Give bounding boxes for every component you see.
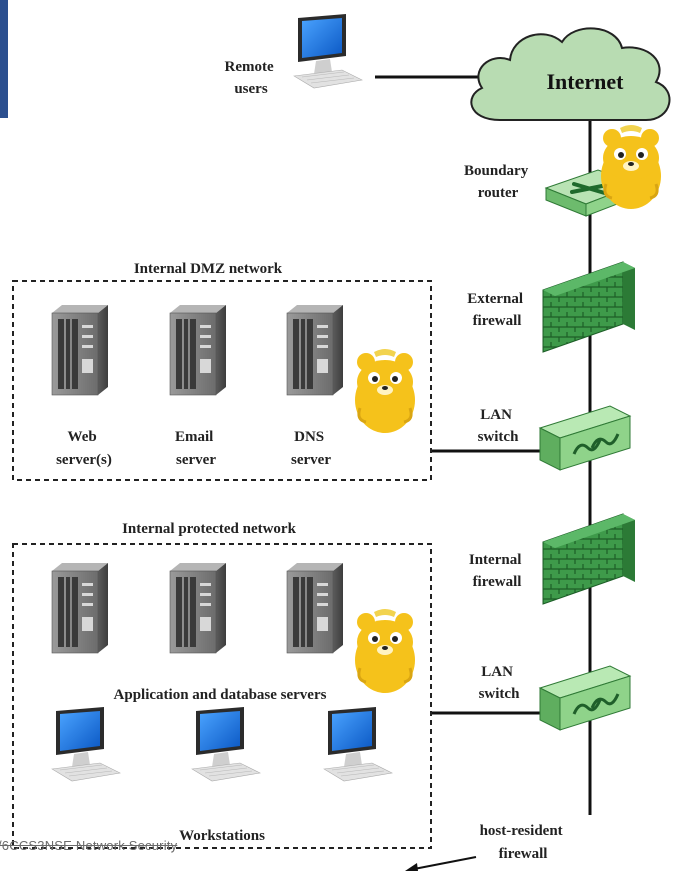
lan-switch-protected-label: LAN switch: [479, 664, 520, 702]
workstation-icon: [191, 706, 261, 782]
external-firewall-label: External firewall: [467, 291, 527, 329]
dmz-zone-box: [12, 280, 432, 481]
lan-switch-protected-icon: [538, 664, 632, 732]
mascot-sticker-icon: [599, 123, 663, 211]
email-server-label: Email server: [175, 429, 217, 468]
remote-user-computer-icon: [293, 13, 363, 89]
protected-zone-title: Internal protected network: [122, 521, 297, 537]
workstation-icon: [323, 706, 393, 782]
dmz-zone-title: Internal DMZ network: [134, 261, 283, 277]
slide-edge-bar: [0, 0, 8, 118]
workstations-label: Workstations: [179, 828, 265, 844]
internal-firewall-label: Internal firewall: [469, 552, 525, 590]
app-server-icon: [51, 562, 109, 654]
mascot-sticker-icon: [353, 347, 417, 435]
app-db-servers-label: Application and database servers: [114, 687, 327, 703]
mascot-sticker-icon: [353, 607, 417, 695]
boundary-router-label: Boundary router: [464, 163, 532, 201]
dns-server-label: DNS server: [291, 429, 331, 468]
internet-label: Internet: [547, 69, 625, 94]
slide-footer: /6CCS3NSE Network Security: [0, 838, 178, 853]
internet-cloud-icon: [470, 27, 671, 121]
protected-zone-box: [12, 543, 432, 849]
lan-switch-dmz-icon: [538, 404, 632, 472]
host-resident-firewall-label: host-resident firewall: [480, 823, 567, 862]
app-db-server-icon: [286, 562, 344, 654]
web-server-icon: [51, 304, 109, 396]
host-firewall-arrow: [405, 856, 477, 871]
dns-server-icon: [286, 304, 344, 396]
remote-users-label: Remote users: [225, 59, 278, 97]
database-server-icon: [169, 562, 227, 654]
web-server-label: Web server(s): [56, 429, 112, 468]
lan-switch-dmz-label: LAN switch: [478, 407, 519, 445]
workstation-icon: [51, 706, 121, 782]
email-server-icon: [169, 304, 227, 396]
